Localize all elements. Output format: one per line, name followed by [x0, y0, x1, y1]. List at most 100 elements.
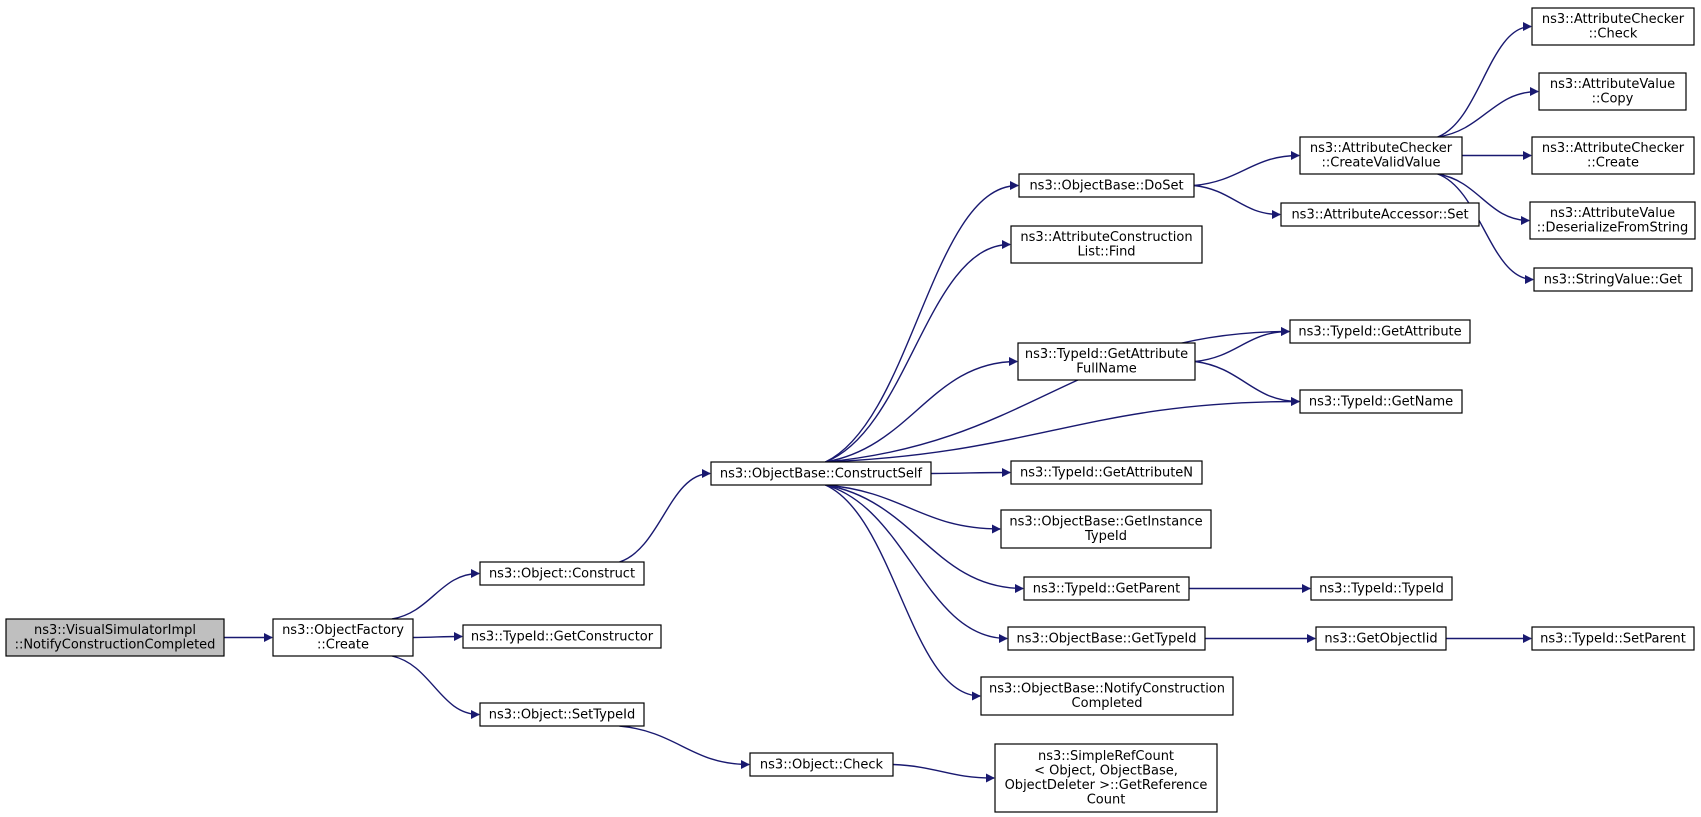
edge-objectbase_constructself-to-typeid_getattributefullname — [825, 357, 1018, 463]
node-box — [462, 624, 662, 649]
node-attributechecker_check[interactable]: ns3::AttributeChecker::Check — [1531, 7, 1695, 46]
edge-objectbase_doset-to-attributeaccessor_set — [1193, 184, 1281, 219]
node-box — [1299, 136, 1463, 175]
node-label: ns3::Object::Construct — [489, 566, 635, 581]
node-typeid_getattribute[interactable]: ns3::TypeId::GetAttribute — [1289, 319, 1471, 344]
node-label: ::Check — [1589, 27, 1638, 42]
node-objectbase_constructself[interactable]: ns3::ObjectBase::ConstructSelf — [710, 461, 932, 486]
node-objectbase_doset[interactable]: ns3::ObjectBase::DoSet — [1018, 173, 1195, 198]
node-label: FullName — [1076, 362, 1137, 377]
node-box — [1000, 509, 1212, 549]
node-root[interactable]: ns3::VisualSimulatorImpl::NotifyConstruc… — [5, 618, 225, 657]
edge-objectbase_constructself-to-objectbase_doset — [825, 181, 1019, 463]
node-box — [272, 618, 414, 657]
node-objectbase_notifyconstructioncompleted[interactable]: ns3::ObjectBase::NotifyConstructionCompl… — [980, 676, 1234, 716]
node-label: ::Copy — [1592, 92, 1634, 107]
node-label: ns3::GetObjectIid — [1324, 631, 1437, 646]
node-label: ns3::ObjectBase::GetTypeId — [1017, 631, 1197, 646]
node-typeid_getconstructor[interactable]: ns3::TypeId::GetConstructor — [462, 624, 662, 649]
node-box — [1531, 7, 1695, 46]
node-box — [5, 618, 225, 657]
node-objfactory_create[interactable]: ns3::ObjectFactory::Create — [272, 618, 414, 657]
node-attributevalue_copy[interactable]: ns3::AttributeValue::Copy — [1538, 72, 1687, 111]
node-typeid_getname[interactable]: ns3::TypeId::GetName — [1299, 389, 1463, 414]
node-box — [1315, 626, 1447, 651]
node-label: ObjectDeleter >::GetReference — [1005, 778, 1208, 793]
edge-attributechecker_createvalidvalue-to-attributechecker_check — [1437, 22, 1532, 138]
node-simplerefcount_getreferencecount[interactable]: ns3::SimpleRefCount< Object, ObjectBase,… — [994, 743, 1218, 813]
node-box — [994, 743, 1218, 813]
edge-typeid_getattributefullname-to-typeid_getattribute — [1194, 327, 1290, 363]
node-box — [1531, 626, 1695, 651]
edge-objfactory_create-to-object_construct — [391, 569, 480, 620]
node-label: ns3::TypeId::GetParent — [1033, 581, 1181, 596]
node-box — [749, 752, 894, 777]
node-box — [1017, 342, 1196, 381]
node-typeid_getparent[interactable]: ns3::TypeId::GetParent — [1023, 576, 1190, 601]
node-label: ns3::TypeId::GetName — [1309, 394, 1453, 409]
node-attributechecker_create[interactable]: ns3::AttributeChecker::Create — [1531, 136, 1695, 175]
edge-object_settypeid-to-object_check — [619, 725, 750, 769]
edge-objfactory_create-to-typeid_getconstructor — [412, 632, 463, 642]
node-stringvalue_get[interactable]: ns3::StringValue::Get — [1533, 267, 1693, 292]
node-label: ns3::TypeId::GetAttribute — [1025, 347, 1188, 362]
node-attributevalue_deserializefromstring[interactable]: ns3::AttributeValue::DeserializeFromStri… — [1529, 201, 1696, 240]
edge-objectbase_constructself-to-attrconstructionlist_find — [825, 240, 1011, 463]
node-box — [710, 461, 932, 486]
node-box — [1531, 136, 1695, 175]
node-label: ns3::ObjectBase::ConstructSelf — [720, 466, 923, 481]
node-label: ns3::TypeId::GetAttribute — [1298, 324, 1461, 339]
node-box — [1010, 460, 1203, 485]
edge-attributechecker_createvalidvalue-to-attributevalue_copy — [1437, 87, 1539, 138]
node-box — [1007, 626, 1206, 651]
edge-objectbase_constructself-to-objectbase_getinstancetypeid — [825, 484, 1001, 534]
edge-object_construct-to-objectbase_constructself — [619, 469, 711, 563]
node-object_settypeid[interactable]: ns3::Object::SetTypeId — [479, 702, 645, 727]
node-box — [479, 561, 645, 586]
nodes-layer: ns3::VisualSimulatorImpl::NotifyConstruc… — [5, 7, 1696, 813]
node-typeid_getattributen[interactable]: ns3::TypeId::GetAttributeN — [1010, 460, 1203, 485]
node-label: ns3::ObjectBase::GetInstance — [1009, 515, 1202, 530]
node-attributechecker_createvalidvalue[interactable]: ns3::AttributeChecker::CreateValidValue — [1299, 136, 1463, 175]
node-box — [980, 676, 1234, 716]
node-box — [1299, 389, 1463, 414]
edge-objectbase_constructself-to-objectbase_notifyconstructioncompleted — [825, 484, 981, 701]
node-label: ns3::TypeId::TypeId — [1319, 581, 1444, 596]
node-box — [1533, 267, 1693, 292]
edge-typeid_getattributefullname-to-typeid_getname — [1194, 360, 1300, 406]
node-label: ::Create — [1587, 156, 1639, 171]
node-getobjectiid[interactable]: ns3::GetObjectIid — [1315, 626, 1447, 651]
node-label: ns3::TypeId::GetConstructor — [471, 629, 654, 644]
node-box — [1280, 202, 1480, 227]
node-object_construct[interactable]: ns3::Object::Construct — [479, 561, 645, 586]
node-box — [1018, 173, 1195, 198]
node-label: ns3::ObjectBase::NotifyConstruction — [989, 682, 1225, 697]
node-label: ns3::Object::Check — [760, 757, 884, 772]
node-label: ::NotifyConstructionCompleted — [15, 638, 216, 653]
edge-objectbase_constructself-to-objectbase_gettypeid — [825, 484, 1008, 643]
edge-objectbase_constructself-to-typeid_getname — [825, 397, 1300, 463]
node-label: ::Create — [317, 638, 369, 653]
node-label: Count — [1087, 793, 1126, 808]
node-label: ns3::ObjectBase::DoSet — [1029, 178, 1183, 193]
node-object_check[interactable]: ns3::Object::Check — [749, 752, 894, 777]
node-typeid_setparent[interactable]: ns3::TypeId::SetParent — [1531, 626, 1695, 651]
node-label: ns3::Object::SetTypeId — [489, 707, 635, 722]
node-label: ns3::AttributeConstruction — [1020, 230, 1192, 245]
node-typeid_typeid[interactable]: ns3::TypeId::TypeId — [1310, 576, 1453, 601]
node-attributeaccessor_set[interactable]: ns3::AttributeAccessor::Set — [1280, 202, 1480, 227]
node-box — [1529, 201, 1696, 240]
node-objectbase_gettypeid[interactable]: ns3::ObjectBase::GetTypeId — [1007, 626, 1206, 651]
node-label: ns3::AttributeChecker — [1310, 141, 1453, 156]
edge-attributechecker_createvalidvalue-to-attributevalue_deserializefromstring — [1437, 173, 1530, 225]
node-label: ns3::TypeId::SetParent — [1540, 631, 1686, 646]
node-label: ns3::ObjectFactory — [282, 623, 404, 638]
edge-objectbase_constructself-to-typeid_getattributen — [930, 468, 1011, 478]
node-box — [1010, 225, 1203, 264]
node-label: ::CreateValidValue — [1322, 156, 1441, 171]
node-label: TypeId — [1084, 529, 1127, 544]
